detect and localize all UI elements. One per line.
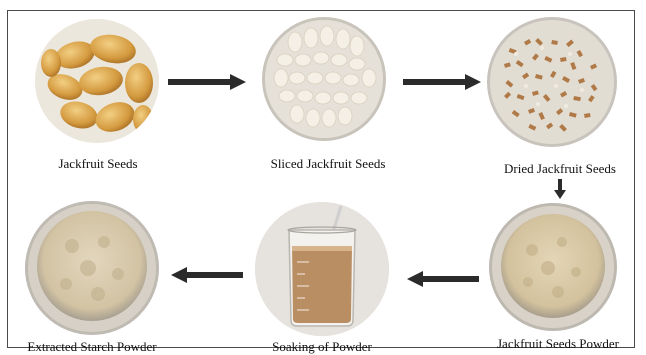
extracted-starch-powder-image — [25, 201, 159, 335]
soaking-of-powder-image — [255, 202, 389, 336]
arrow-left-icon — [407, 271, 479, 287]
step-label-jackfruit-seeds-powder: Jackfruit Seeds Powder — [497, 336, 619, 352]
arrow-right-icon — [168, 74, 246, 90]
jackfruit-seeds-powder-image — [489, 203, 617, 331]
step-label-soaking-of-powder: Soaking of Powder — [272, 339, 372, 355]
step-label-dried-jackfruit-seeds: Dried Jackfruit Seeds — [504, 161, 616, 177]
arrow-down-icon — [554, 179, 566, 199]
jackfruit-seeds-image — [35, 19, 159, 143]
dried-jackfruit-seeds-image — [487, 17, 617, 147]
step-label-jackfruit-seeds: Jackfruit Seeds — [58, 156, 137, 172]
process-diagram-frame: Jackfruit Seeds — [7, 10, 635, 348]
step-label-sliced-jackfruit-seeds: Sliced Jackfruit Seeds — [271, 156, 386, 172]
step-label-extracted-starch-powder: Extracted Starch Powder — [27, 339, 156, 355]
arrow-left-icon — [171, 267, 243, 283]
sliced-jackfruit-seeds-image — [262, 17, 386, 141]
arrow-right-icon — [403, 74, 481, 90]
